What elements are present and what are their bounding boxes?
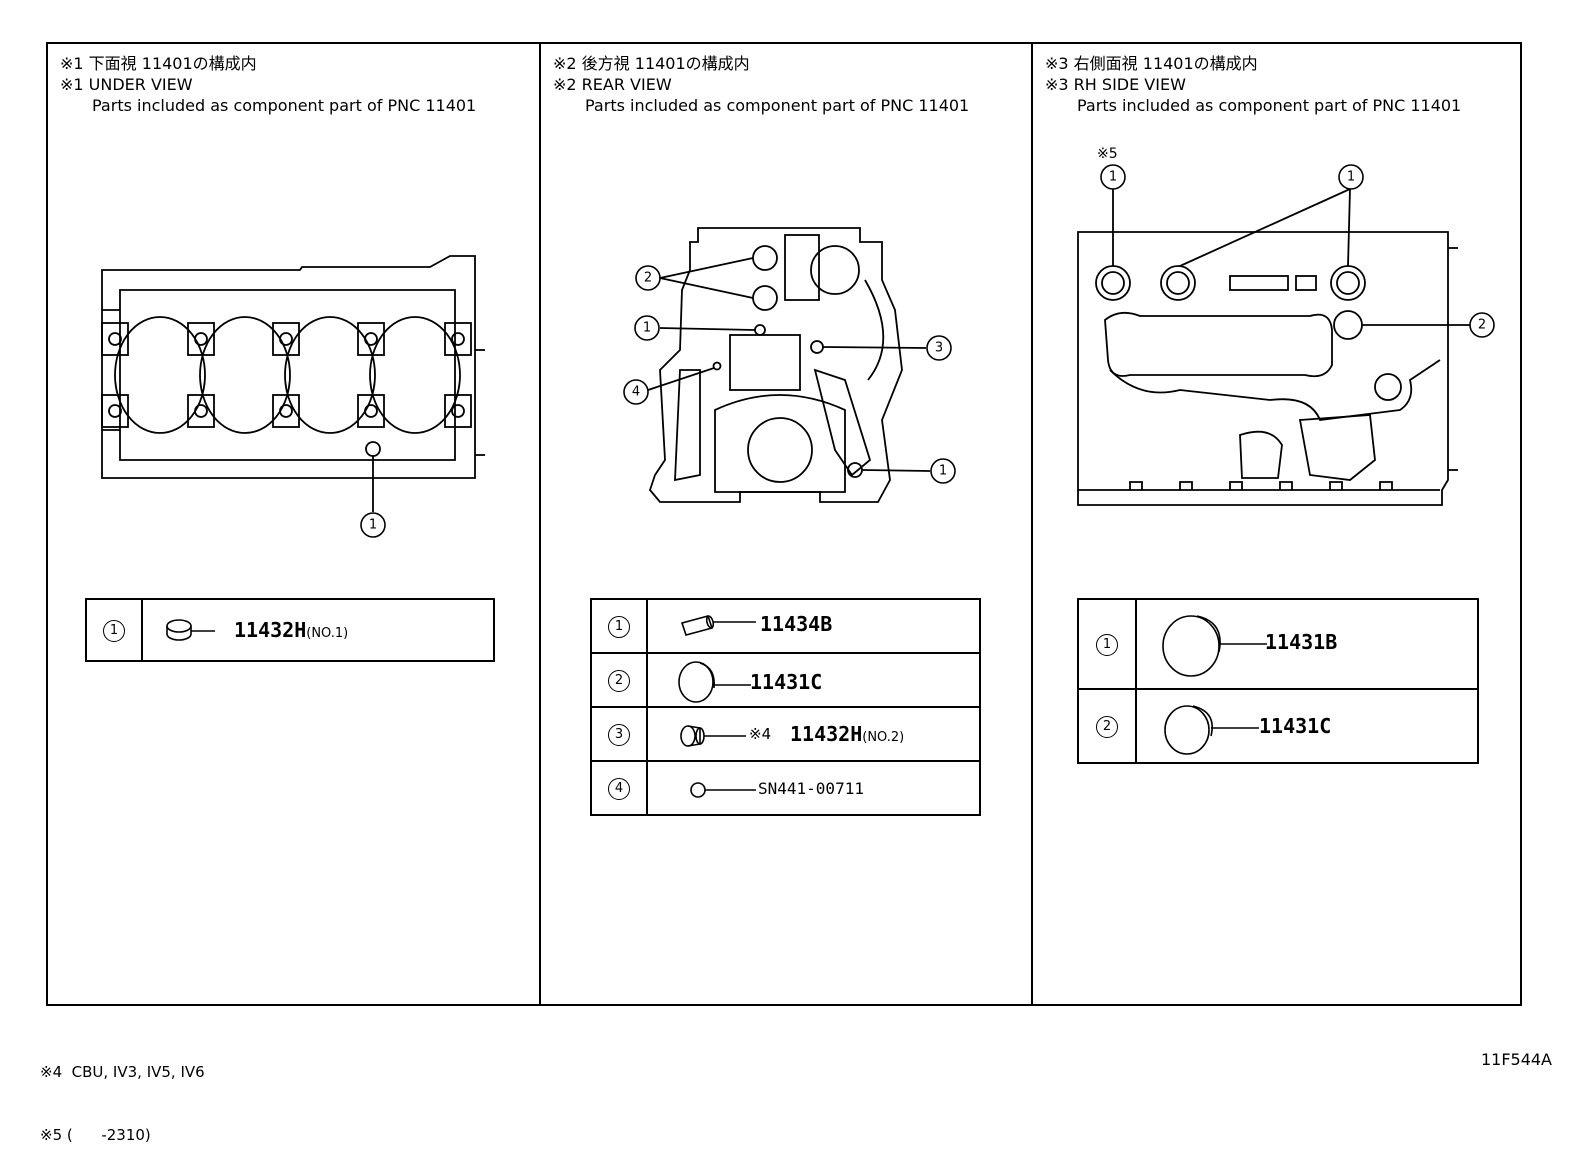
table-row: 2 11431C (590, 652, 981, 708)
diagram-frame (46, 42, 1522, 1006)
callout-4: 4 (623, 379, 649, 405)
part-number[interactable]: 11434B (760, 612, 833, 636)
panel-title-jp: ※2 後方視 11401の構成内 (553, 54, 750, 73)
svg-text:3: 3 (935, 341, 943, 356)
item-number: 2 (1096, 715, 1118, 738)
engine-block-outline (101, 255, 485, 479)
table-row: 3 ※4 11432H(NO.2) (590, 706, 981, 762)
callout-1: 1 (634, 315, 660, 341)
svg-text:1: 1 (643, 321, 651, 336)
cup-plug-icon (678, 661, 751, 703)
expansion-plug-icon (166, 619, 215, 641)
panel-1-header: ※1 下面視 11401の構成内 ※1 UNDER VIEW Parts inc… (60, 53, 476, 116)
svg-text:2: 2 (1478, 318, 1486, 333)
table-row: 1 11434B (590, 598, 981, 654)
part-number[interactable]: 11431B (1265, 630, 1338, 654)
item-number: 2 (608, 669, 630, 692)
parts-table-rh-side-view: 1 11431B 2 11431C (1077, 598, 1479, 764)
large-cup-plug-icon (1162, 615, 1267, 677)
part-note: (NO.2) (862, 730, 905, 745)
part-number[interactable]: 11432H (790, 722, 863, 746)
panel-title-jp: ※1 下面視 11401の構成内 (60, 54, 257, 73)
panel-subtitle: Parts included as component part of PNC … (585, 96, 970, 115)
cup-plug-icon (1164, 705, 1259, 755)
part-number[interactable]: 11431C (750, 670, 823, 694)
plug-location (365, 441, 381, 457)
item-number: 3 (608, 723, 630, 746)
item-number: 1 (103, 619, 125, 642)
under-view-drawing: 1 (101, 255, 485, 538)
leader-lines (647, 257, 931, 472)
callout-condition-mark: ※5 (1097, 146, 1118, 162)
part-number[interactable]: 11432H (234, 618, 307, 642)
item-number: 1 (608, 615, 630, 638)
table-row: 4 SN441-00711 (590, 760, 981, 816)
svg-text:1: 1 (939, 464, 947, 479)
part-note: (NO.1) (306, 626, 349, 641)
panel-2-header: ※2 後方視 11401の構成内 ※2 REAR VIEW Parts incl… (553, 53, 969, 116)
part-prefix-note: ※4 (749, 725, 772, 743)
footnote: ※5 ( -2310) (40, 1126, 151, 1144)
callout-2: 2 (1469, 312, 1495, 338)
parts-table-under-view: 1 11432H(NO.1) (85, 598, 495, 662)
table-row: 1 11432H(NO.1) (85, 598, 495, 662)
item-number: 4 (608, 777, 630, 800)
main-bearing-caps (101, 322, 472, 428)
cylinder-bores (114, 316, 461, 434)
part-number[interactable]: 11431C (1259, 714, 1332, 738)
panel-divider (539, 44, 541, 1004)
engine-block-outline (1077, 231, 1458, 506)
part-number[interactable]: SN441-00711 (758, 779, 864, 798)
svg-text:2: 2 (644, 271, 652, 286)
svg-text:1: 1 (1109, 170, 1117, 185)
callout-1: 1 (1100, 164, 1126, 190)
diagram-code: 11F544A (1480, 1050, 1552, 1069)
panel-title-en: ※3 RH SIDE VIEW (1045, 75, 1186, 94)
table-row: 2 11431C (1077, 688, 1479, 764)
item-number: 1 (1096, 633, 1118, 656)
engine-block-outline (648, 227, 903, 503)
panel-subtitle: Parts included as component part of PNC … (1077, 96, 1462, 115)
table-row: 1 11431B (1077, 598, 1479, 690)
ball-plug-icon (690, 782, 756, 798)
svg-text:1: 1 (369, 518, 377, 533)
panel-3-header: ※3 右側面視 11401の構成内 ※3 RH SIDE VIEW Parts … (1045, 53, 1461, 116)
callout-2: 2 (635, 265, 661, 291)
panel-subtitle: Parts included as component part of PNC … (92, 96, 477, 115)
footnote: ※4 CBU, IV3, IV5, IV6 (40, 1063, 205, 1081)
svg-text:1: 1 (1347, 170, 1355, 185)
panel-title-en: ※2 REAR VIEW (553, 75, 672, 94)
panel-title-jp: ※3 右側面視 11401の構成内 (1045, 54, 1258, 73)
rear-view-drawing: 2 1 3 4 1 (623, 227, 956, 503)
parts-table-rear-view: 1 11434B 2 11431C 3 (590, 598, 981, 816)
rh-side-view-drawing: 1 1 2 (1077, 164, 1495, 506)
dowel-pin-icon (680, 615, 756, 636)
callout-1: 1 (1338, 164, 1364, 190)
threaded-plug-icon (680, 725, 746, 747)
leader-lines (1112, 188, 1470, 326)
callout-3: 3 (926, 335, 952, 361)
callout-1: 1 (360, 512, 386, 538)
plug-locations (712, 245, 863, 478)
parts-diagram-page: { "panels": [ { "title_jp": "※1 下面視 1140… (40, 42, 1552, 1144)
callout-1: 1 (930, 458, 956, 484)
panel-title-en: ※1 UNDER VIEW (60, 75, 193, 94)
svg-text:4: 4 (632, 385, 640, 400)
footnotes: ※4 CBU, IV3, IV5, IV6 ※5 ( -2310) (40, 1020, 205, 1167)
panel-divider (1031, 44, 1033, 1004)
